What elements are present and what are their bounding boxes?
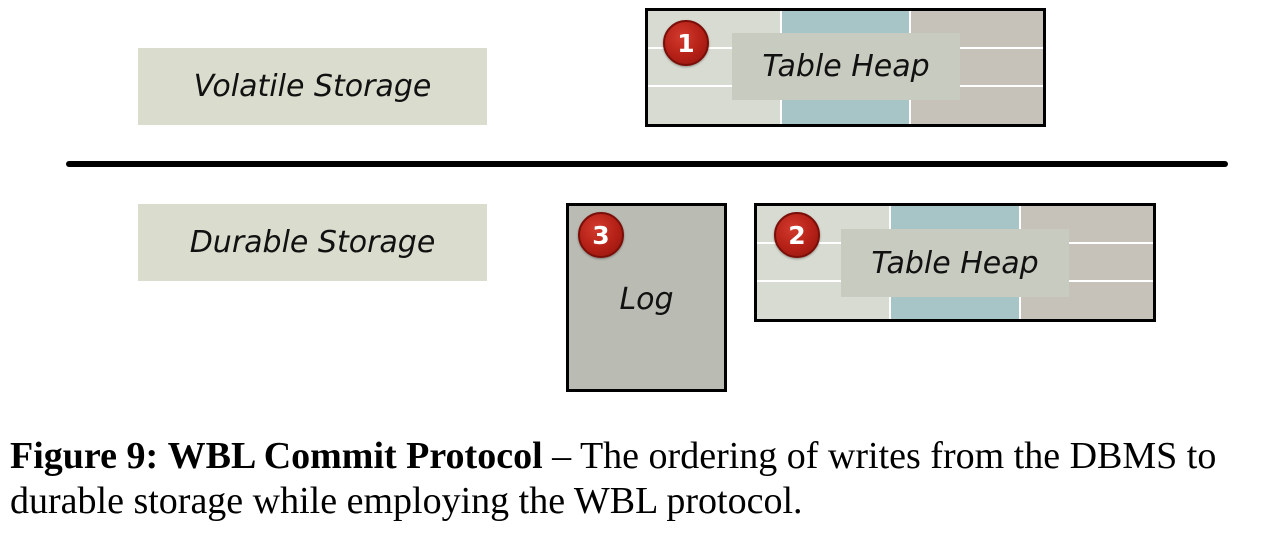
figure-caption: Figure 9: WBL Commit Protocol – The orde… <box>10 434 1285 524</box>
storage-divider-line <box>66 161 1228 167</box>
step-1-badge: 1 <box>663 20 709 66</box>
log-box: Log <box>566 203 727 392</box>
figure-label: Figure 9: <box>10 435 159 477</box>
step-2-badge: 2 <box>774 212 820 258</box>
log-label: Log <box>619 282 674 317</box>
durable-storage-label: Durable Storage <box>138 204 487 281</box>
durable-table-heap: Table Heap <box>754 203 1156 322</box>
caption-text: The ordering of writes from the DBMS to … <box>10 435 1217 522</box>
volatile-storage-label: Volatile Storage <box>138 48 487 125</box>
caption-dash: – <box>542 435 580 477</box>
figure-title: WBL Commit Protocol <box>167 435 543 477</box>
step-3-badge: 3 <box>578 212 624 258</box>
durable-table-heap-label: Table Heap <box>841 229 1069 297</box>
volatile-table-heap-label: Table Heap <box>732 33 960 100</box>
volatile-table-heap: Table Heap <box>645 8 1046 127</box>
